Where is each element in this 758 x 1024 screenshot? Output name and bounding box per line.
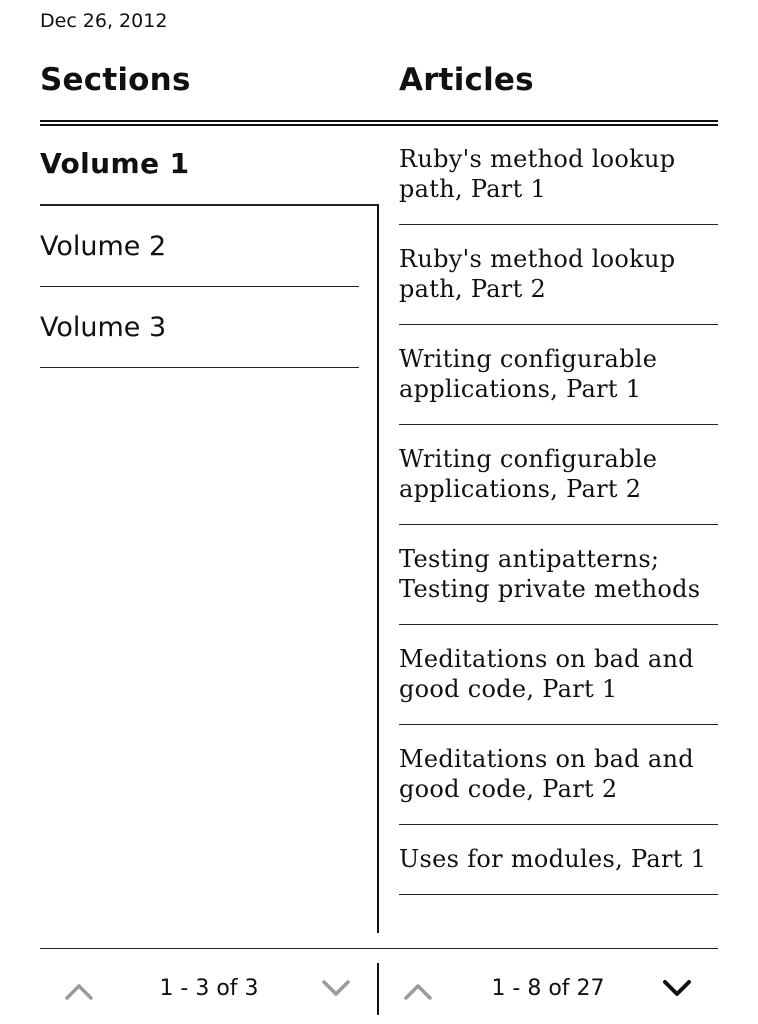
section-item-volume-2[interactable]: Volume 2 — [40, 231, 167, 262]
sections-prev-page-button[interactable] — [61, 972, 97, 1008]
article-title-line: Testing antipatterns; — [399, 545, 660, 573]
section-divider — [40, 204, 379, 206]
articles-prev-page-button[interactable] — [400, 972, 436, 1008]
article-item[interactable]: Testing antipatterns; Testing private me… — [399, 544, 718, 604]
date-label: Dec 26, 2012 — [40, 10, 168, 32]
article-divider — [399, 624, 718, 625]
section-item-volume-1[interactable]: Volume 1 — [40, 147, 190, 180]
column-divider — [377, 205, 379, 933]
sections-next-page-button[interactable] — [318, 972, 354, 1008]
header-rule-top — [40, 120, 718, 122]
article-item[interactable]: Ruby's method lookup path, Part 2 — [399, 244, 718, 304]
article-divider — [399, 424, 718, 425]
chevron-up-icon — [404, 984, 432, 1000]
article-item[interactable]: Uses for modules, Part 1 — [399, 844, 718, 874]
article-title-line: Ruby's method lookup — [399, 145, 676, 173]
article-title-line: good code, Part 1 — [399, 675, 618, 703]
article-title-line: path, Part 1 — [399, 175, 547, 203]
sections-page-indicator: 1 - 3 of 3 — [159, 976, 259, 1001]
footer-rule — [40, 948, 718, 949]
article-title-line: applications, Part 1 — [399, 375, 642, 403]
articles-header: Articles — [399, 62, 534, 98]
header-rule-bottom — [40, 124, 718, 126]
article-title-line: Testing private methods — [399, 575, 701, 603]
article-divider — [399, 224, 718, 225]
article-divider — [399, 894, 718, 895]
article-item[interactable]: Writing configurable applications, Part … — [399, 344, 718, 404]
chevron-down-icon — [322, 980, 350, 996]
article-title-line: good code, Part 2 — [399, 775, 618, 803]
section-item-volume-3[interactable]: Volume 3 — [40, 312, 167, 343]
article-divider — [399, 524, 718, 525]
footer-column-divider — [377, 963, 379, 1015]
article-title-line: path, Part 2 — [399, 275, 547, 303]
article-title-line: Writing configurable — [399, 345, 658, 373]
sections-header: Sections — [40, 62, 191, 98]
section-divider — [40, 286, 359, 287]
article-item[interactable]: Writing configurable applications, Part … — [399, 444, 718, 504]
article-title-line: Meditations on bad and — [399, 645, 694, 673]
articles-next-page-button[interactable] — [659, 972, 695, 1008]
chevron-down-icon — [663, 980, 691, 996]
article-divider — [399, 724, 718, 725]
article-title-line: Writing configurable — [399, 445, 658, 473]
article-item[interactable]: Ruby's method lookup path, Part 1 — [399, 144, 718, 204]
article-item[interactable]: Meditations on bad and good code, Part 2 — [399, 744, 718, 804]
chevron-up-icon — [65, 984, 93, 1000]
article-divider — [399, 324, 718, 325]
article-divider — [399, 824, 718, 825]
article-title-line: applications, Part 2 — [399, 475, 642, 503]
section-divider — [40, 367, 359, 368]
article-title-line: Ruby's method lookup — [399, 245, 676, 273]
articles-page-indicator: 1 - 8 of 27 — [491, 976, 605, 1001]
article-item[interactable]: Meditations on bad and good code, Part 1 — [399, 644, 718, 704]
article-title-line: Uses for modules, Part 1 — [399, 845, 707, 873]
article-title-line: Meditations on bad and — [399, 745, 694, 773]
